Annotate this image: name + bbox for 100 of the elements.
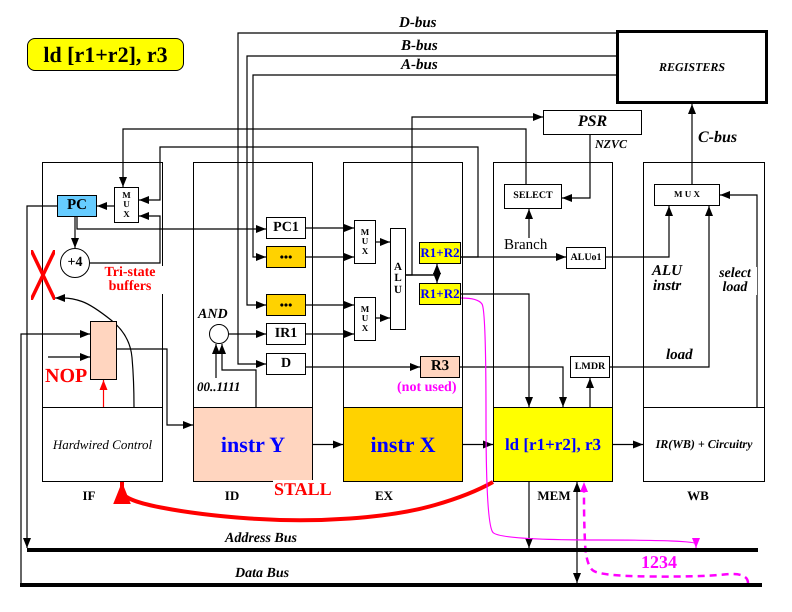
stage-label: MEM — [536, 489, 572, 504]
register-box — [419, 242, 461, 264]
arrow — [76, 217, 266, 233]
arrow — [71, 217, 79, 248]
box-label: instr X — [370, 432, 436, 456]
stage-label: EX — [374, 489, 394, 504]
mux-box — [654, 184, 720, 206]
arrow — [117, 348, 193, 429]
arrow — [461, 253, 566, 261]
arrow — [48, 353, 90, 361]
box-label: REGISTERS — [658, 60, 726, 74]
psr-box — [543, 110, 642, 135]
instruction-band — [493, 407, 613, 482]
instruction-band — [343, 407, 463, 482]
arrow — [306, 330, 354, 338]
arrow — [100, 380, 108, 407]
register-box — [570, 356, 610, 378]
mux-box — [354, 297, 376, 341]
bus-label: Address Bus — [225, 530, 297, 546]
arrow — [376, 238, 390, 246]
box-label: M U X — [674, 190, 700, 200]
arrow — [139, 146, 479, 258]
arrow — [90, 212, 161, 264]
box-label: D — [280, 356, 292, 372]
arrow — [113, 480, 494, 522]
box-label: PC — [67, 198, 87, 214]
select-box — [504, 184, 562, 209]
box-label: ••• — [280, 298, 292, 312]
arrow — [306, 253, 354, 261]
arrow — [460, 366, 567, 407]
box-label: M U X — [122, 190, 131, 220]
arrow — [23, 205, 57, 548]
arrow — [525, 209, 533, 238]
bus-label: Data Bus — [235, 566, 290, 581]
box-label: IR1 — [274, 326, 298, 342]
arrow — [313, 440, 343, 448]
arrow — [573, 482, 581, 583]
box-label: IR(WB) + Circuitry — [656, 438, 752, 451]
box-label: ALUo1 — [570, 252, 602, 264]
arrow — [306, 363, 420, 371]
box-label: instr Y — [220, 432, 286, 456]
register-box — [266, 294, 306, 316]
arrow — [606, 206, 673, 258]
instruction-band — [193, 407, 313, 482]
alu-box — [390, 228, 406, 330]
title-box — [27, 38, 184, 71]
register-box — [266, 217, 306, 239]
box-label: ld [r1+r2], r3 — [504, 436, 602, 454]
box-label: SELECT — [513, 191, 553, 202]
edge-label: STALL — [273, 480, 333, 498]
arrow — [525, 482, 533, 548]
gate-label: AND — [198, 306, 228, 322]
box-label: ld [r1+r2], r3 — [43, 42, 168, 66]
edge-label: NZVC — [594, 138, 628, 150]
box-label: PSR — [578, 114, 608, 131]
arrow — [613, 440, 643, 448]
box-label: R1+R2 — [420, 287, 460, 301]
edge-label: 00..1111 — [196, 380, 242, 393]
edge-label: 1234 — [640, 553, 678, 571]
arrow — [229, 330, 266, 338]
arrow — [119, 128, 527, 187]
arrow — [463, 440, 493, 448]
arrow — [246, 55, 616, 309]
box-label: R3 — [430, 359, 450, 375]
box-label: M U X — [360, 304, 370, 334]
register-file-box — [616, 30, 768, 104]
register-box — [266, 246, 306, 268]
arrow — [586, 378, 594, 407]
arrow — [610, 206, 713, 368]
arrow — [461, 293, 533, 407]
arrow — [55, 294, 135, 407]
stage-label: IF — [82, 489, 96, 504]
box-label: R1+R2 — [420, 246, 460, 260]
arrow — [306, 224, 354, 232]
register-box — [266, 323, 306, 345]
box-label: ••• — [280, 250, 292, 264]
box-label: A L U — [394, 262, 402, 296]
arrow — [252, 74, 616, 261]
register-box — [266, 353, 306, 375]
arrow — [306, 301, 354, 309]
box-label: M U X — [360, 228, 370, 256]
arrow — [406, 273, 441, 283]
mux-box — [354, 220, 376, 264]
box-label: Hardwired Control — [52, 438, 152, 452]
arrow — [460, 297, 700, 548]
arrow — [212, 344, 220, 378]
arrow — [720, 191, 758, 407]
mux-box — [114, 187, 139, 223]
arrow — [20, 330, 90, 583]
arrow — [688, 104, 696, 184]
register-box — [566, 247, 606, 269]
stage-label: WB — [686, 489, 710, 504]
arrow — [376, 314, 390, 322]
pc-register — [57, 195, 97, 217]
arrow — [218, 344, 257, 407]
box-label: LMDR — [574, 362, 606, 372]
buffer-box — [90, 321, 117, 380]
adder-circle — [60, 248, 90, 278]
arrow — [97, 202, 114, 210]
note-text: (not used) — [397, 380, 457, 396]
